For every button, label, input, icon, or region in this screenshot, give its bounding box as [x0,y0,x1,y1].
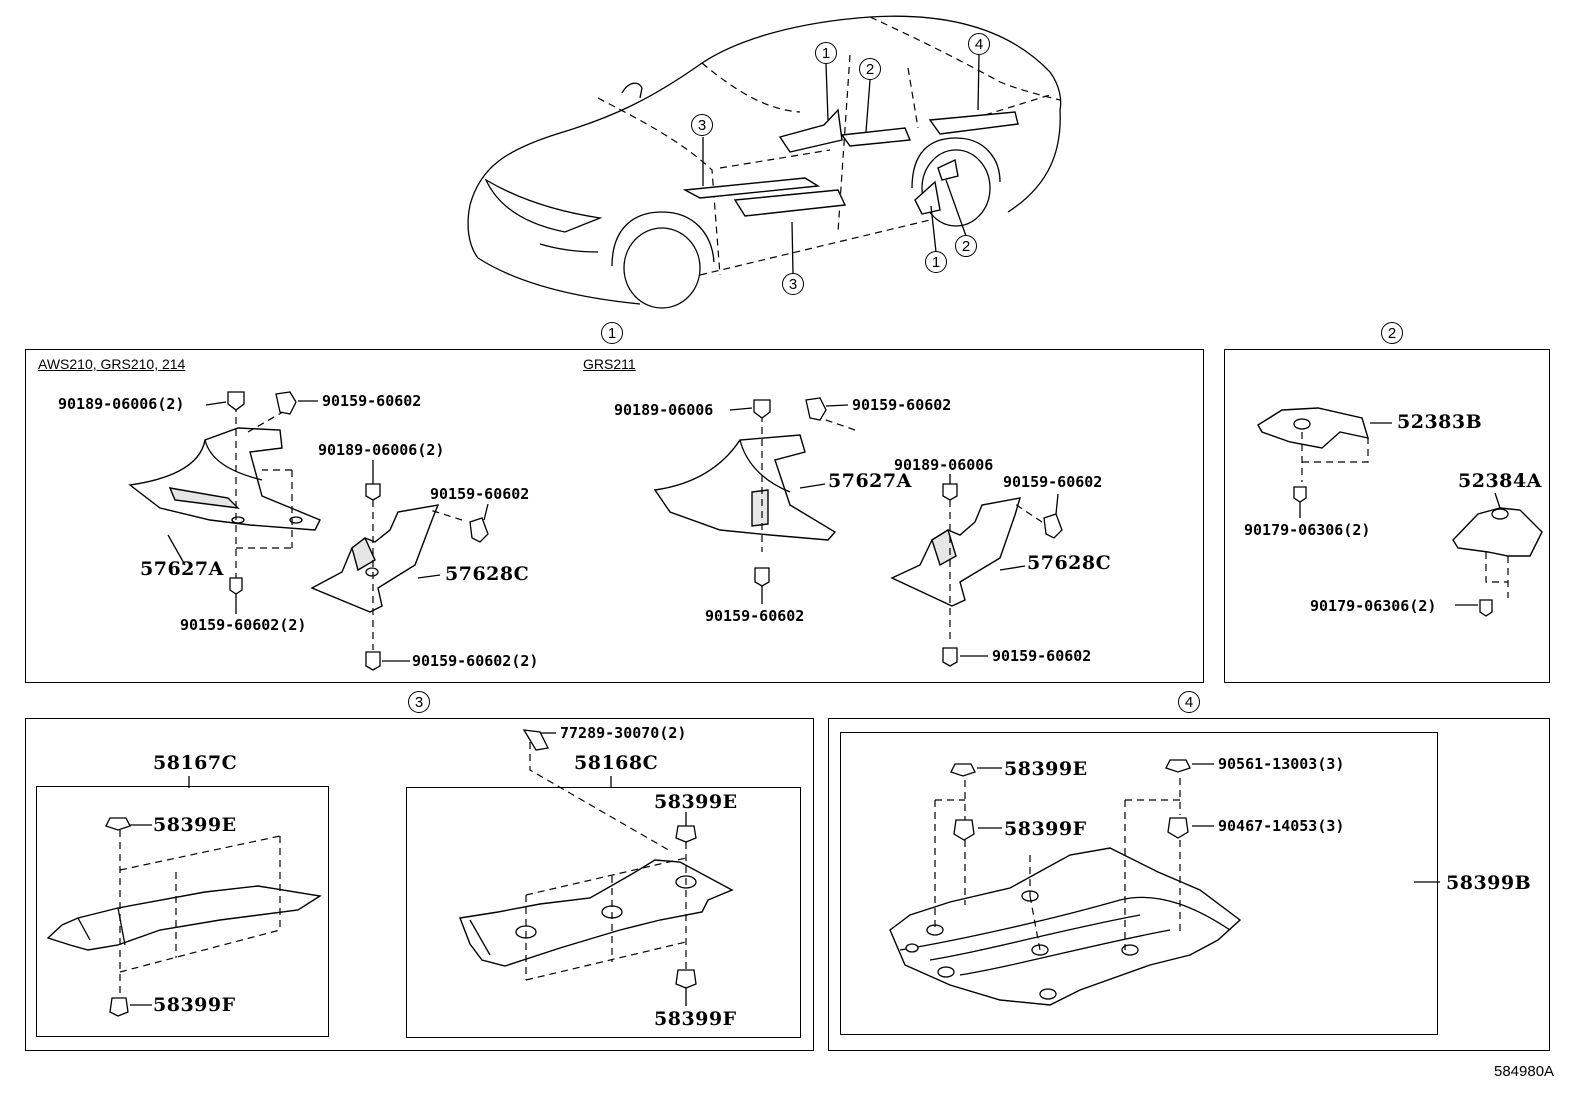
callout-90189-06006-2: 90189-06006(2) [318,441,445,459]
callout-58399B: 58399B [1446,872,1532,894]
callout-90159-60602: 90159-60602 [1003,473,1103,491]
callout-58167C: 58167C [153,752,238,774]
panel3-left-subframe [36,786,329,1037]
callout-90159-60602: 90159-60602 [992,647,1092,665]
callout-90159-60602-2: 90159-60602(2) [180,616,307,634]
car-overview-illustration [467,15,1062,309]
callout-90159-60602-2: 90159-60602(2) [412,652,539,670]
panel2-frame [1224,349,1550,683]
overview-marker-3-lower: 3 [782,273,804,295]
panel1-right-artwork [653,397,1063,667]
callout-52383B: 52383B [1397,411,1483,433]
overview-marker-2: 2 [859,58,881,80]
callout-90159-60602: 90159-60602 [430,485,530,503]
panel4-subframe [840,732,1438,1035]
callout-leader-lines [130,400,1501,1006]
overview-marker-1: 1 [815,42,837,64]
callout-58168C: 58168C [574,752,659,774]
panel4-frame [828,718,1550,1051]
illustration-reference-code: 584980A [1494,1063,1555,1080]
callout-57627A: 57627A [828,470,912,492]
callout-90159-60602: 90159-60602 [322,392,422,410]
panel4-number: 4 [1178,691,1200,713]
callout-90179-06306-2: 90179-06306(2) [1310,597,1437,615]
callout-58399F: 58399F [153,994,236,1016]
callout-57627A: 57627A [140,558,224,580]
overview-marker-3: 3 [691,114,713,136]
panel3-right-subframe [406,787,801,1038]
callout-90179-06306-2: 90179-06306(2) [1244,521,1371,539]
callout-58399F: 58399F [654,1008,737,1030]
panel3-artwork [46,729,734,1017]
callout-90189-06006: 90189-06006 [894,456,994,474]
callout-90189-06006-2: 90189-06006(2) [58,395,185,413]
callout-90189-06006: 90189-06006 [614,401,714,419]
panel3-number: 3 [408,691,430,713]
callout-90467-14053-3: 90467-14053(3) [1218,817,1345,835]
callout-90561-13003-3: 90561-13003(3) [1218,755,1345,773]
overview-marker-4: 4 [968,33,990,55]
callout-57628C: 57628C [1027,552,1112,574]
overview-marker-2-lower: 2 [955,235,977,257]
panel1-left-variant-header: AWS210, GRS210, 214 [38,356,186,372]
callout-90159-60602: 90159-60602 [852,396,952,414]
callout-58399E: 58399E [654,791,738,813]
panel4-artwork [889,759,1242,1006]
callout-77289-30070-2: 77289-30070(2) [560,724,687,742]
callout-58399F: 58399F [1004,818,1087,840]
panel1-right-variant-header: GRS211 [583,356,636,372]
callout-58399E: 58399E [1004,758,1088,780]
callout-57628C: 57628C [445,563,530,585]
callout-90159-60602: 90159-60602 [705,607,805,625]
panel1-number: 1 [601,322,623,344]
panel2-number: 2 [1381,322,1403,344]
panel1-left-artwork [128,391,489,671]
overview-marker-1-lower: 1 [925,251,947,273]
callout-52384A: 52384A [1458,470,1542,492]
panel2-artwork [1257,407,1543,617]
panel1-frame [25,349,1204,683]
callout-58399E: 58399E [153,814,237,836]
panel3-frame [25,718,814,1051]
